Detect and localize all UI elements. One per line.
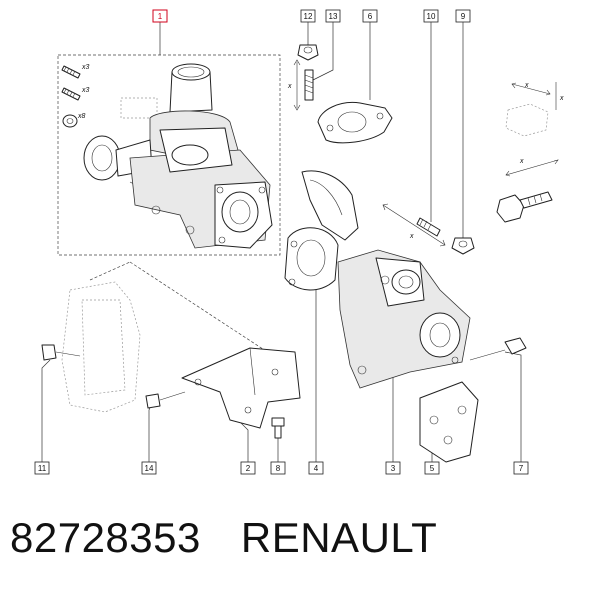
callout-12-label: 12 (304, 12, 313, 21)
turbo-group-boundary (57, 22, 281, 256)
callout-2[interactable]: 2 (240, 461, 256, 475)
part-12-nut (297, 44, 319, 61)
dimension-label-part10: x (409, 233, 414, 240)
part-13-stud: x (287, 59, 314, 111)
dimension-label-ref-nut-height: x (559, 95, 564, 102)
callout-8-label: 8 (276, 464, 281, 473)
callout-2-label: 2 (246, 464, 251, 473)
part-6-gasket (317, 101, 393, 144)
callout-5-label: 5 (430, 464, 435, 473)
part-8-bolt (271, 417, 285, 439)
quantity-label-nut: x8 (77, 113, 86, 120)
turbocharger (83, 63, 273, 249)
stud-middle: x3 (61, 87, 90, 101)
callout-4[interactable]: 4 (308, 461, 324, 475)
callout-1[interactable]: 1 (152, 9, 168, 23)
callout-12[interactable]: 12 (300, 9, 316, 23)
brand-name: RENAULT (240, 514, 438, 561)
part-4-gasket (284, 227, 339, 291)
callout-10-label: 10 (427, 12, 436, 21)
quantity-label-stud-middle: x3 (81, 87, 90, 94)
leader-lines (41, 22, 522, 462)
callout-1-label: 1 (158, 12, 163, 21)
heat-shield (301, 170, 359, 241)
part-number: 82728353 (10, 514, 201, 561)
part-2-bracket (181, 347, 301, 429)
part-14-bolt (145, 391, 186, 409)
dimension-label-stud: x (287, 83, 292, 90)
part-11-bolt (41, 344, 81, 361)
callout-9-label: 9 (461, 12, 466, 21)
dimension-label-ref-bolt: x (519, 158, 524, 165)
callout-10[interactable]: 10 (423, 9, 439, 23)
footer: 82728353 RENAULT (10, 514, 437, 570)
stud-top: x3 (61, 64, 90, 79)
callout-4-label: 4 (314, 464, 319, 473)
part-7-bolt (469, 337, 527, 361)
dimension-label-ref-nut-width: x (524, 82, 529, 89)
part-5-bracket (419, 381, 479, 463)
callout-3[interactable]: 3 (385, 461, 401, 475)
part-9-nut (451, 237, 475, 255)
callout-13[interactable]: 13 (325, 9, 341, 23)
callout-6-label: 6 (368, 12, 373, 21)
callout-9[interactable]: 9 (455, 9, 471, 23)
nut-small: x8 (62, 113, 86, 128)
callout-7[interactable]: 7 (513, 461, 529, 475)
callout-11-label: 11 (38, 464, 47, 473)
quantity-label-stud-top: x3 (81, 64, 90, 71)
part-3-elbow (337, 249, 471, 389)
callout-3-label: 3 (391, 464, 396, 473)
callout-6[interactable]: 6 (362, 9, 378, 23)
callout-13-label: 13 (329, 12, 338, 21)
callout-14[interactable]: 14 (141, 461, 157, 475)
callout-7-label: 7 (519, 464, 524, 473)
callout-14-label: 14 (145, 464, 154, 473)
part-10-stud: x (382, 203, 446, 247)
callout-11[interactable]: 11 (34, 461, 50, 475)
engine-block-ghost (61, 261, 273, 413)
callout-8[interactable]: 8 (270, 461, 286, 475)
reference-bolt: x (496, 158, 559, 223)
callout-5[interactable]: 5 (424, 461, 440, 475)
reference-nut: x x (505, 82, 564, 137)
